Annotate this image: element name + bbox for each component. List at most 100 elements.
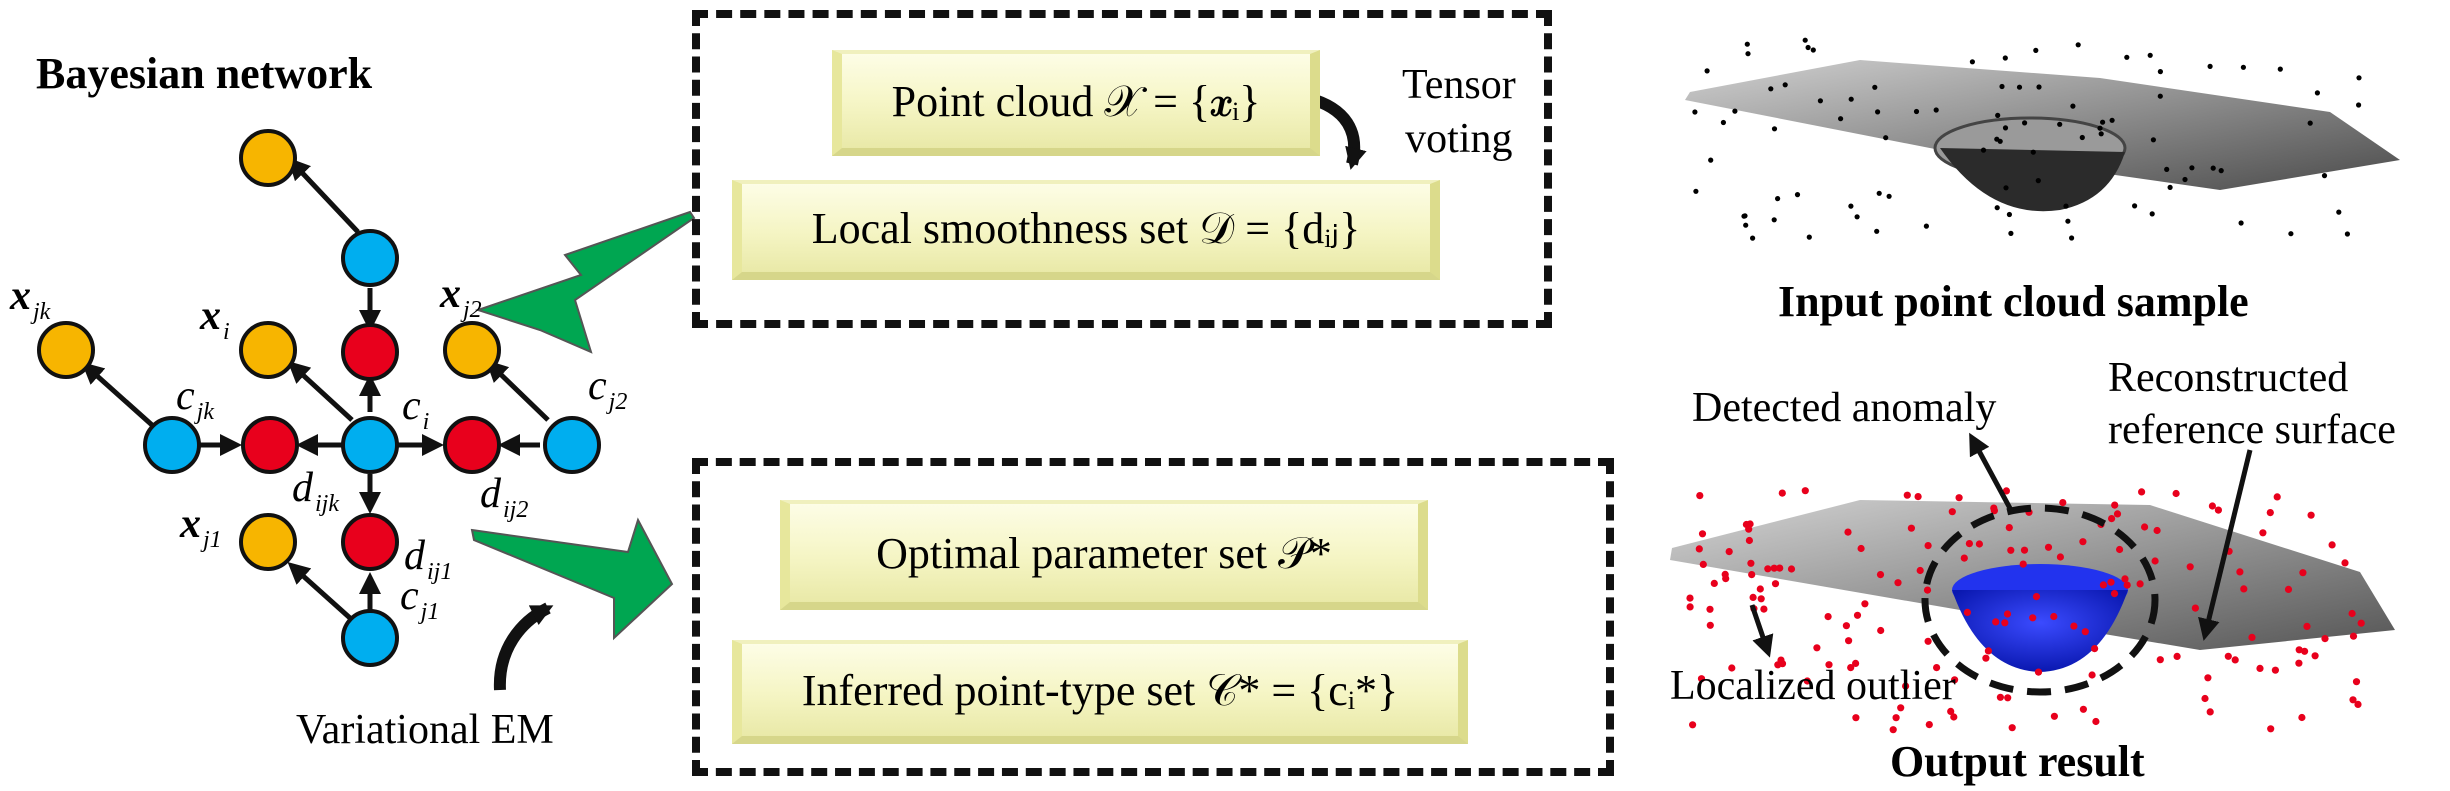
input-noise-point	[2002, 55, 2008, 61]
output-outlier-point	[2032, 593, 2041, 601]
output-outlier-point	[1813, 644, 1821, 652]
optimal-params-panel: Optimal parameter set 𝒫*	[780, 500, 1428, 610]
input-noise-point	[2016, 84, 2023, 90]
output-outlier-point	[2354, 700, 2362, 709]
output-caption: Output result	[1890, 737, 2145, 786]
output-outlier-point	[1776, 564, 1784, 572]
input-noise-point	[2182, 176, 2188, 183]
output-outlier-point	[2256, 664, 2264, 673]
input-noise-point	[2307, 120, 2313, 126]
output-outlier-point	[1852, 659, 1860, 668]
input-noise-point	[2124, 54, 2130, 60]
node-xjk	[37, 321, 95, 379]
output-outlier-point	[2151, 557, 2159, 565]
input-noise-point	[2147, 52, 2153, 58]
input-noise-point	[1741, 213, 1747, 219]
output-outlier-point	[1925, 721, 1933, 729]
output-outlier-point	[1757, 595, 1765, 603]
output-outlier-point	[2172, 489, 2180, 498]
output-outlier-point	[1803, 677, 1811, 685]
output-outlier-point	[2056, 553, 2064, 561]
input-noise-point	[2218, 168, 2224, 174]
output-outlier-point	[2341, 559, 2349, 567]
input-noise-point	[1913, 108, 1920, 115]
input-noise-point	[1872, 84, 1878, 90]
output-outlier-point	[2295, 659, 2303, 667]
output-outlier-point	[2298, 713, 2306, 722]
label-x-j1: xj1	[180, 501, 222, 553]
output-outlier-point	[1955, 494, 1963, 502]
output-outlier-point	[1697, 675, 1706, 683]
input-noise-point	[1768, 86, 1774, 92]
output-outlier-point	[2299, 569, 2307, 577]
output-outlier-point	[1778, 489, 1786, 497]
output-outlier-point	[1721, 570, 1729, 579]
input-noise-point	[1782, 82, 1788, 88]
label-x-i: xi	[200, 293, 230, 345]
output-outlier-point	[1948, 508, 1956, 516]
output-outlier-point	[2201, 694, 2209, 703]
output-outlier-point	[1706, 605, 1714, 613]
output-outlier-point	[1951, 676, 1959, 684]
output-outlier-point	[2019, 560, 2027, 568]
output-outlier-point	[2191, 604, 2199, 612]
input-noise-point	[1875, 109, 1881, 115]
input-noise-point	[1708, 157, 1714, 163]
network-edges	[81, 157, 550, 620]
output-outlier-point	[2206, 708, 2214, 716]
input-noise-point	[2356, 75, 2362, 81]
input-noise-point	[2210, 165, 2216, 171]
output-outlier-point	[1861, 600, 1869, 608]
anomaly-pointer	[1969, 432, 2015, 514]
input-noise-point	[2240, 64, 2246, 70]
output-outlier-point	[1852, 714, 1860, 722]
output-outlier-point	[2059, 499, 2067, 507]
output-outlier-point	[1923, 586, 1932, 594]
output-outlier-point	[1950, 713, 1958, 721]
output-outlier-point	[1982, 654, 1990, 662]
input-noise-point	[1802, 37, 1808, 43]
node-cj1	[341, 609, 399, 667]
output-outlier-point	[2352, 678, 2361, 686]
output-outlier-point	[1924, 542, 1932, 550]
input-noise-point	[1854, 214, 1860, 220]
input-noise-point	[1995, 112, 2001, 118]
input-noise-point	[2109, 117, 2115, 123]
label-c-j1: cj1	[400, 573, 440, 625]
surface-pointer	[2198, 449, 2253, 641]
label-x-jk: xjk	[10, 273, 51, 325]
output-outlier-point	[2141, 523, 2149, 531]
output-outlier-point	[1916, 566, 1924, 575]
input-noise-point	[1999, 83, 2005, 90]
output-outlier-point	[2156, 656, 2164, 664]
input-noise-point	[2157, 69, 2163, 75]
input-noise-point	[1794, 192, 1801, 198]
label-c-jk: cjk	[176, 373, 214, 425]
edge-latent-to-xi-top	[287, 157, 360, 234]
node-xi	[239, 321, 297, 379]
output-outlier-point	[1706, 621, 1714, 629]
node-smooth-right	[443, 416, 501, 474]
input-noise-point	[1771, 126, 1778, 132]
output-outlier-point	[2116, 545, 2124, 554]
output-outlier-point	[2005, 524, 2013, 532]
input-noise-point	[2065, 218, 2071, 224]
input-noise-point	[2189, 165, 2195, 171]
input-noise-point	[2132, 203, 2138, 209]
input-point-cloud-image	[1685, 37, 2400, 241]
output-outlier-point	[2186, 563, 2194, 571]
output-outlier-point	[2113, 510, 2122, 518]
output-outlier-point	[1877, 626, 1885, 635]
tensor-voting-label: Tensor voting	[1402, 62, 1516, 162]
output-outlier-point	[1699, 560, 1707, 569]
output-outlier-point	[1742, 520, 1750, 529]
output-outlier-point	[2328, 541, 2336, 549]
input-noise-point	[2057, 121, 2063, 127]
output-outlier-point	[2311, 652, 2319, 660]
bayesian-network-title: Bayesian network	[36, 49, 373, 98]
point-cloud-panel: Point cloud 𝒳 = {𝒙ᵢ}	[832, 50, 1320, 156]
output-outlier-point	[2224, 652, 2232, 660]
output-outlier-point	[2138, 488, 2146, 496]
node-latent-top	[341, 229, 399, 287]
input-noise-point	[2036, 84, 2042, 90]
